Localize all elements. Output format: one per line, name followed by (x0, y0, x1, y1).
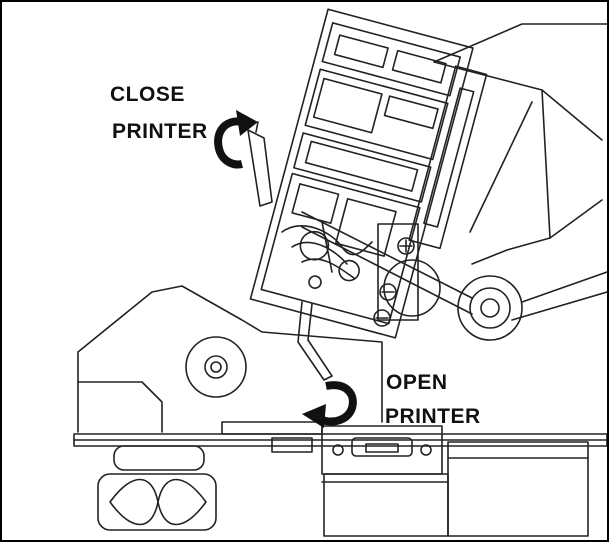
close-label-line2: PRINTER (112, 120, 208, 143)
open-label-line2: PRINTER (385, 405, 481, 428)
head-wiring (281, 221, 373, 279)
left-foot (97, 445, 217, 531)
close-label-line1: CLOSE (110, 83, 185, 106)
open-label-line1: OPEN (386, 371, 448, 394)
right-roller (457, 275, 523, 341)
hinge-screws (373, 223, 419, 327)
base-motor-block (321, 425, 589, 537)
close-lever (247, 121, 273, 207)
print-head-assembly (249, 8, 488, 339)
hinge-disc (383, 259, 441, 317)
left-disc (185, 336, 247, 398)
printer-back-housing (433, 23, 607, 265)
left-frame-plate (77, 285, 383, 433)
open-arrow-icon (302, 381, 357, 428)
close-arrow-icon (214, 110, 258, 169)
right-support-arms (301, 211, 607, 321)
